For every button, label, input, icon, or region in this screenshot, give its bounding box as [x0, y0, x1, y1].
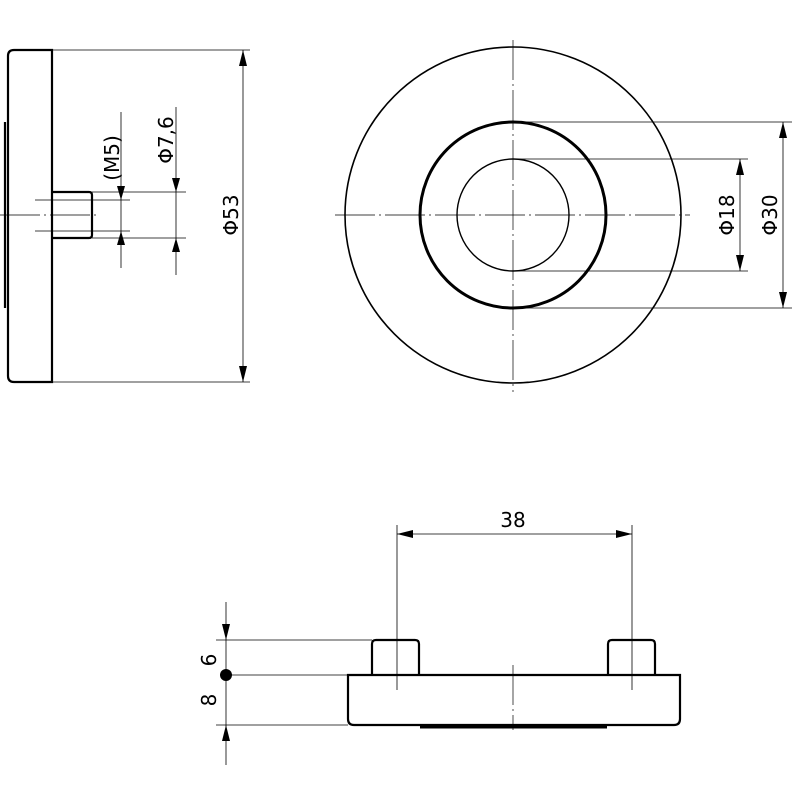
- arrow-icon: [222, 725, 230, 741]
- arrow-icon: [239, 50, 247, 66]
- arrow-icon: [172, 238, 180, 252]
- side-body: [6, 48, 54, 384]
- arrow-icon: [117, 186, 125, 200]
- arrow-icon: [239, 366, 247, 382]
- front-view: Φ18 Φ30: [335, 40, 792, 392]
- arrow-icon: [736, 255, 744, 271]
- arrow-icon: [222, 624, 230, 640]
- stud-right: [606, 638, 657, 675]
- base-height-label: 8: [197, 694, 221, 707]
- arrow-icon: [779, 122, 787, 138]
- side-stud: [52, 190, 94, 240]
- stud-diameter-label: Φ7,6: [154, 116, 178, 164]
- arrow-icon: [616, 530, 632, 538]
- outer-diameter-label: Φ53: [219, 194, 243, 235]
- inner-diameter-label: Φ18: [715, 194, 739, 235]
- arrow-icon: [117, 231, 125, 245]
- arrow-icon: [397, 530, 413, 538]
- stud-spacing-label: 38: [500, 508, 525, 532]
- bottom-view: 38 6 8: [197, 508, 682, 765]
- middle-diameter-label: Φ30: [758, 194, 782, 235]
- stud-height-label: 6: [197, 654, 221, 667]
- base-body: [346, 673, 682, 727]
- arrow-icon: [172, 178, 180, 192]
- m5-label: (M5): [100, 135, 124, 181]
- stud-left: [370, 638, 421, 675]
- arrow-icon: [736, 159, 744, 175]
- arrow-icon: [779, 292, 787, 308]
- datum-dot: [220, 669, 232, 681]
- side-view: (M5) Φ7,6 Φ53: [0, 48, 250, 384]
